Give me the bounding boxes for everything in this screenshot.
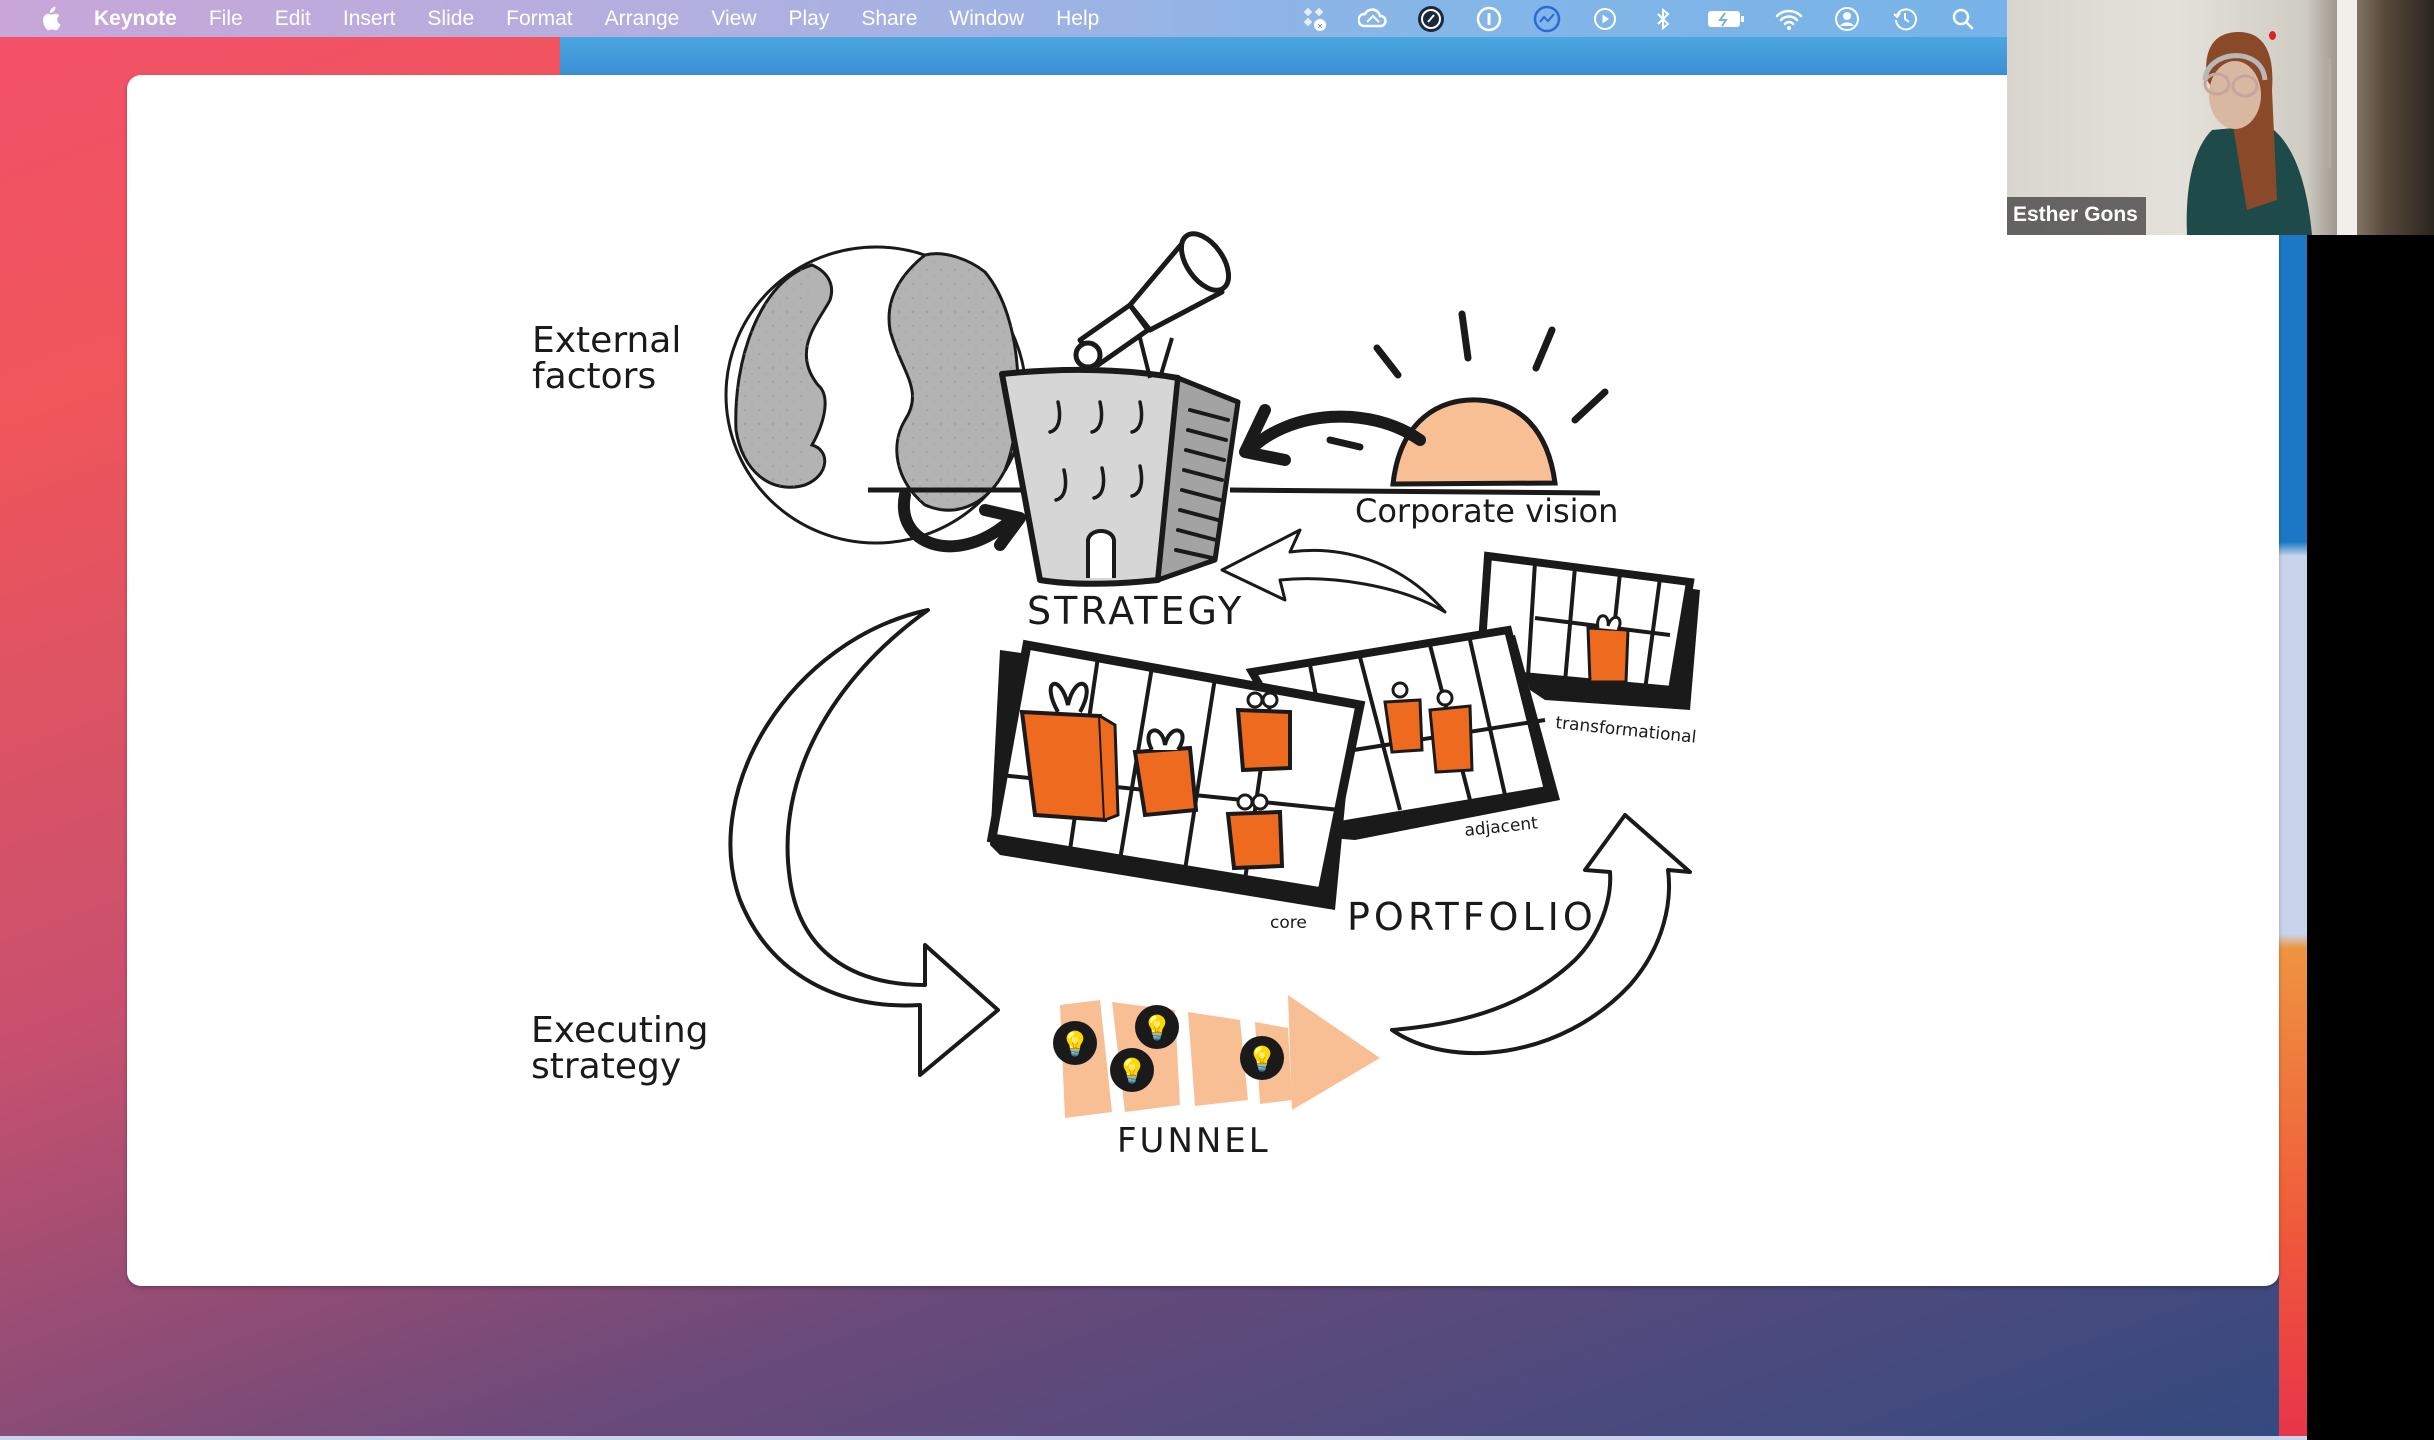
core-label: core (1270, 913, 1307, 933)
recording-indicator (2269, 31, 2276, 40)
strategy-diagram: External factors (531, 231, 1700, 1161)
participant-video-tile[interactable]: Esther Gons (2007, 0, 2434, 235)
strategy-to-funnel-arrow (728, 608, 1000, 1077)
onepassword-icon[interactable] (1474, 4, 1504, 34)
globe-to-strategy-arrow (897, 489, 1011, 553)
menu-play[interactable]: Play (788, 6, 830, 30)
istat-menus-icon[interactable] (1532, 4, 1562, 34)
funnel-to-portfolio-arrow (1390, 813, 1692, 1056)
svg-text:External: External (532, 320, 681, 361)
presentation-slide: External factors (127, 75, 2279, 1286)
corporate-vision-label: Corporate vision (1355, 492, 1618, 530)
sun-icon (1239, 310, 1609, 487)
executing-strategy-label: Executing strategy (531, 1010, 709, 1087)
portfolio-label: PORTFOLIO (1347, 895, 1597, 939)
screen-share-letterbox (2307, 235, 2434, 1440)
menu-keynote[interactable]: Keynote (94, 6, 177, 30)
building-icon (999, 231, 1241, 587)
wifi-icon[interactable] (1774, 4, 1804, 34)
menu-help[interactable]: Help (1056, 6, 1100, 30)
dropbox-sync-icon[interactable]: × (1300, 4, 1330, 34)
participant-video-feed (2186, 0, 2357, 235)
apple-menu-icon[interactable] (36, 6, 64, 32)
transformational-label: transformational (1554, 713, 1697, 748)
record-icon[interactable] (1416, 4, 1446, 34)
portfolio-to-strategy-arrow (1220, 528, 1447, 614)
menu-view[interactable]: View (711, 6, 757, 30)
funnel-icon: 💡 💡 💡 💡 (1053, 995, 1380, 1118)
desktop-wallpaper-edge (2279, 38, 2307, 1438)
svg-text:Executing: Executing (531, 1010, 709, 1051)
external-factors-label: External factors (532, 320, 681, 397)
keynote-window-titlebar (560, 37, 2007, 75)
svg-text:💡: 💡 (1117, 1057, 1147, 1085)
dock-edge (0, 1436, 2307, 1440)
bluetooth-icon[interactable] (1648, 4, 1678, 34)
menu-bar-status-area: × (1300, 0, 2006, 37)
funnel-label: FUNNEL (1117, 1121, 1271, 1161)
svg-text:strategy: strategy (531, 1046, 681, 1087)
menu-window[interactable]: Window (949, 6, 1025, 30)
portfolio-board-core (986, 639, 1366, 910)
user-account-icon[interactable] (1832, 4, 1862, 34)
svg-text:💡: 💡 (1142, 1014, 1172, 1042)
svg-text:×: × (1317, 21, 1322, 31)
strategy-label: STRATEGY (1027, 589, 1244, 633)
play-circle-icon[interactable] (1590, 4, 1620, 34)
globe-icon (724, 245, 1028, 545)
menu-edit[interactable]: Edit (274, 6, 311, 30)
svg-text:factors: factors (532, 356, 656, 397)
menu-insert[interactable]: Insert (342, 6, 396, 30)
time-machine-icon[interactable] (1890, 4, 1920, 34)
adjacent-label: adjacent (1463, 813, 1539, 841)
menu-slide[interactable]: Slide (427, 6, 475, 30)
menu-format[interactable]: Format (506, 6, 573, 30)
battery-charging-icon[interactable] (1706, 4, 1746, 34)
creative-cloud-icon[interactable] (1358, 4, 1388, 34)
lightbulb-icons: 💡 💡 💡 💡 (1053, 1005, 1284, 1092)
spotlight-search-icon[interactable] (1948, 4, 1978, 34)
menu-share[interactable]: Share (861, 6, 918, 30)
svg-text:💡: 💡 (1060, 1030, 1090, 1058)
menu-arrange[interactable]: Arrange (604, 6, 680, 30)
svg-text:💡: 💡 (1247, 1045, 1277, 1073)
menu-file[interactable]: File (208, 6, 243, 30)
participant-name-label: Esther Gons (2007, 197, 2146, 235)
